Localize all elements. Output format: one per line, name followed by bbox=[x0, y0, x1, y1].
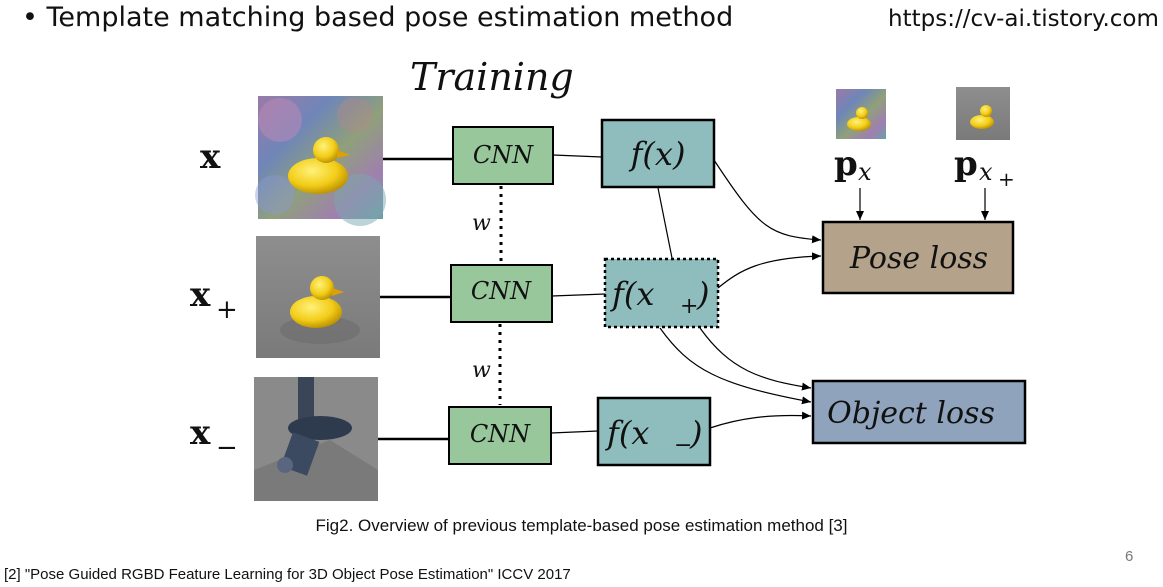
feature-label-anchor: f(x) bbox=[629, 135, 686, 173]
slide-title-text: Template matching based pose estimation … bbox=[46, 2, 734, 33]
cnn-label-3: CNN bbox=[470, 420, 531, 448]
svg-text:f(x: f(x bbox=[605, 414, 649, 452]
object-loss-box: Object loss bbox=[811, 379, 1027, 445]
object-loss-label: Object loss bbox=[827, 396, 995, 431]
feature-box-negative: f(x − ) bbox=[596, 396, 712, 467]
input-image-anchor bbox=[255, 96, 386, 226]
page-number: 6 bbox=[1125, 548, 1134, 565]
cnn-label-1: CNN bbox=[473, 141, 534, 169]
feature-negative-close: ) bbox=[689, 414, 702, 452]
source-url: https://cv-ai.tistory.com bbox=[888, 6, 1159, 32]
shared-weight-label-1: w bbox=[472, 211, 491, 236]
feature-box-anchor: f(x) bbox=[600, 118, 716, 189]
reference-footnote: [2] "Pose Guided RGBD Feature Learning f… bbox=[4, 566, 571, 583]
pose-image-xplus bbox=[956, 87, 1010, 140]
cnn-label-2: CNN bbox=[471, 277, 532, 305]
pose-label-x-sub: x bbox=[858, 158, 872, 186]
training-heading: Training bbox=[410, 55, 574, 99]
feature-positive-close: ) bbox=[696, 275, 709, 313]
input-label-xminus: x bbox=[190, 413, 211, 453]
input-label-xplus-sub: + bbox=[216, 295, 238, 325]
svg-text:x: x bbox=[979, 158, 993, 186]
input-label-xminus-sub: − bbox=[216, 433, 238, 463]
feature-box-positive: f(x + ) bbox=[603, 257, 720, 329]
pose-label-x: p bbox=[834, 144, 858, 184]
connection-curves bbox=[657, 159, 822, 429]
pose-loss-box: Pose loss bbox=[821, 220, 1015, 295]
feature-positive-fn: f( bbox=[610, 275, 638, 313]
pose-label-xplus: p bbox=[954, 144, 978, 184]
input-label-anchor: x x + x − bbox=[190, 137, 238, 463]
pose-label-xplus-sign: + bbox=[998, 167, 1015, 191]
negative-image-anchor bbox=[254, 377, 378, 501]
positive-image-anchor bbox=[256, 236, 380, 358]
feature-negative-sub: − bbox=[674, 433, 692, 458]
figure-caption: Fig2. Overview of previous template-base… bbox=[315, 516, 848, 535]
input-label-x: x bbox=[200, 137, 221, 177]
feature-negative-var: x bbox=[631, 414, 649, 452]
pose-loss-label: Pose loss bbox=[849, 241, 988, 276]
cnn-box-1: CNN bbox=[452, 126, 554, 185]
shared-weight-label-2: w bbox=[472, 358, 491, 383]
input-label-xplus: x bbox=[190, 275, 211, 315]
cnn-box-2: CNN bbox=[450, 264, 553, 323]
svg-text:f(x: f(x bbox=[610, 275, 654, 313]
cnn-box-3: CNN bbox=[448, 406, 552, 465]
pose-image-x bbox=[836, 89, 886, 139]
pose-label-xplus-sub: x bbox=[979, 158, 993, 186]
slide-title: • Template matching based pose estimatio… bbox=[22, 2, 734, 33]
feature-negative-fn: f( bbox=[605, 414, 633, 452]
feature-positive-sub: + bbox=[680, 294, 698, 319]
feature-positive-var: x bbox=[636, 275, 654, 313]
